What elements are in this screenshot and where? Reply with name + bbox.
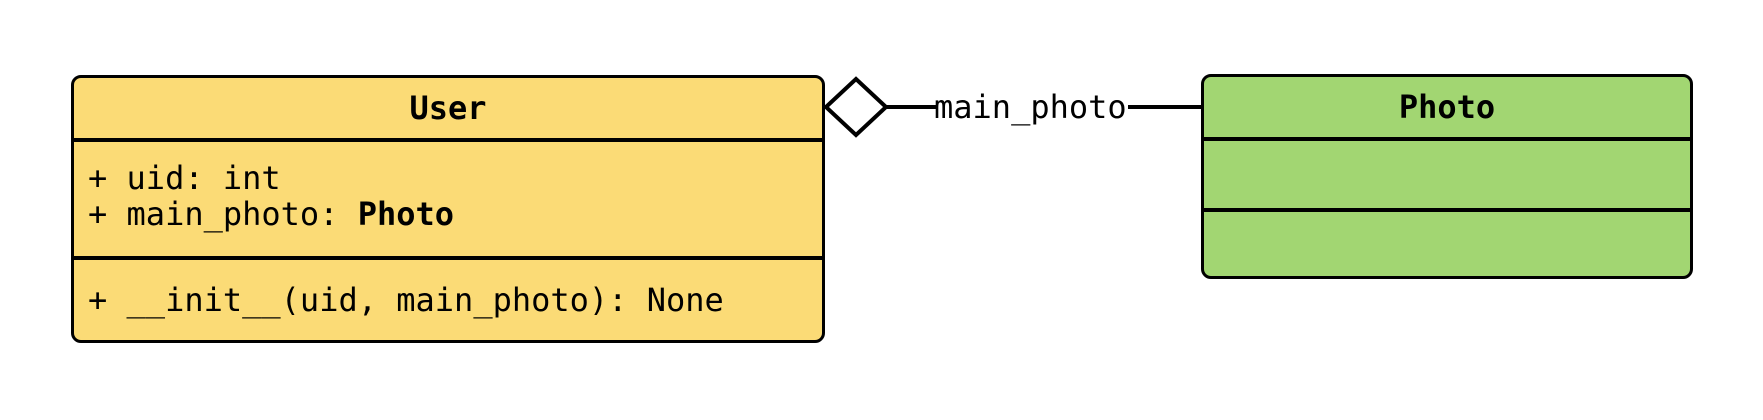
photo-methods-compartment bbox=[1204, 212, 1690, 276]
relationship-line-right bbox=[1128, 105, 1204, 109]
method-init: + __init__(uid, main_photo): None bbox=[88, 281, 724, 319]
attribute-main-photo-prefix: + main_photo: bbox=[88, 195, 358, 233]
attribute-uid: + uid: int bbox=[88, 159, 281, 197]
attribute-main-photo: + main_photo: Photo bbox=[88, 196, 822, 232]
user-class-header: User bbox=[74, 78, 822, 142]
aggregation-diamond-icon bbox=[824, 76, 888, 138]
aggregation-diamond-shape bbox=[824, 76, 888, 138]
photo-class-box: Photo bbox=[1201, 74, 1693, 279]
user-attributes-compartment: + uid: int + main_photo: Photo bbox=[74, 142, 822, 260]
photo-class-title: Photo bbox=[1398, 88, 1496, 126]
attribute-main-photo-type: Photo bbox=[357, 195, 455, 233]
user-class-title: User bbox=[409, 89, 487, 127]
photo-attributes-compartment bbox=[1204, 141, 1690, 212]
user-class-box: User + uid: int + main_photo: Photo + __… bbox=[71, 75, 825, 343]
photo-class-header: Photo bbox=[1204, 77, 1690, 141]
user-methods-compartment: + __init__(uid, main_photo): None bbox=[74, 260, 822, 340]
relationship-label: main_photo bbox=[934, 88, 1127, 126]
relationship-line-left bbox=[884, 105, 936, 109]
